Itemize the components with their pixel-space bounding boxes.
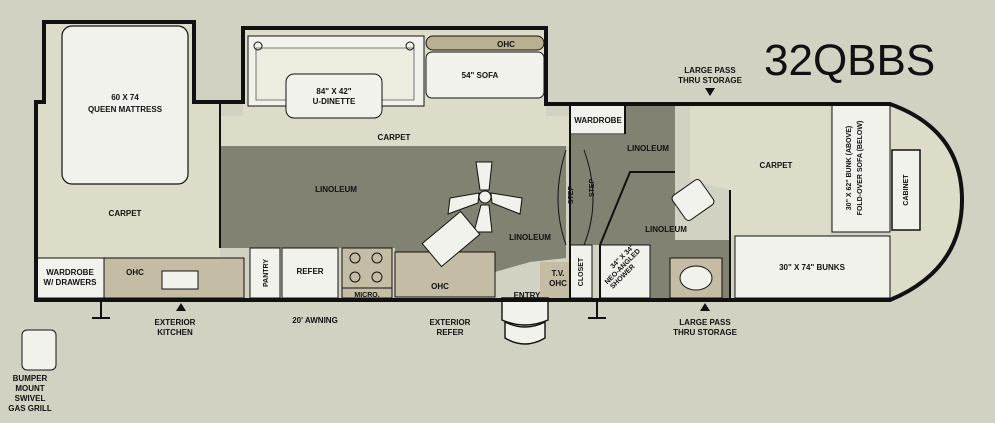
bunkroom-carpet-floor xyxy=(690,104,830,235)
entry-label: ENTRY xyxy=(514,291,541,300)
bunk-sofa-label-2: FOLD-OVER SOFA (BELOW) xyxy=(857,121,864,216)
model-title: 32QBBS xyxy=(764,36,935,85)
outer-wall xyxy=(34,20,965,302)
sofa-ohc-bar xyxy=(425,35,545,51)
step-arc xyxy=(583,149,594,246)
hall-linoleum-label: LINOLEUM xyxy=(627,144,669,153)
toilet xyxy=(671,179,715,221)
main-linoleum-label: LINOLEUM xyxy=(315,185,357,194)
bumper-grill-label-1: BUMPER xyxy=(13,374,48,383)
queen-mattress-label: QUEEN MATTRESS xyxy=(88,105,163,114)
cabinet-label: CABINET xyxy=(903,174,910,206)
large-pass-bottom-label-2: THRU STORAGE xyxy=(673,328,738,337)
refer-box xyxy=(281,247,339,299)
entry-linoleum-label: LINOLEUM xyxy=(509,233,551,242)
large-pass-top-label-1: LARGE PASS xyxy=(684,66,736,75)
bedroom-carpet-label: CARPET xyxy=(109,209,142,218)
counters xyxy=(35,35,921,299)
large-pass-bottom-label-1: LARGE PASS xyxy=(679,318,731,327)
pantry-label: PANTRY xyxy=(263,259,270,287)
entry-steps xyxy=(501,297,549,345)
arrow-up-icon xyxy=(700,303,710,311)
stove-burner-4 xyxy=(371,271,383,283)
entry-arc xyxy=(557,149,567,246)
bunks-label: 30" X 74" BUNKS xyxy=(779,263,845,272)
exterior-kitchen-label-2: KITCHEN xyxy=(157,328,193,337)
exterior-kitchen-sink xyxy=(161,270,199,290)
tv-ohc-label-1: T.V. xyxy=(551,269,564,278)
dinette-light-right xyxy=(405,41,415,51)
jacks xyxy=(92,300,606,319)
arrow-down-icon xyxy=(705,88,715,96)
u-dinette-label: U-DINETTE xyxy=(313,97,356,106)
slide-carpet-label: CARPET xyxy=(378,133,411,142)
refer-label: REFER xyxy=(296,267,323,276)
arrow-up-icon xyxy=(176,303,186,311)
wardrobe-drawers-label-2: W/ DRAWERS xyxy=(44,278,98,287)
bumper-grill-label-2: MOUNT xyxy=(15,384,44,393)
cabinet-box xyxy=(891,149,921,231)
living-carpet-floor xyxy=(220,116,570,146)
bunkroom-carpet-label: CARPET xyxy=(760,161,793,170)
closet-label: CLOSET xyxy=(578,257,585,286)
wardrobe-rear-box xyxy=(35,257,105,299)
exterior-refer-label-1: EXTERIOR xyxy=(430,318,471,327)
dinette-light-left xyxy=(253,41,263,51)
large-pass-top-label-2: THRU STORAGE xyxy=(678,76,743,85)
bunk-sofa-label-1: 30" X 62" BUNK (ABOVE) xyxy=(846,126,853,210)
exterior-refer-label-2: REFER xyxy=(436,328,463,337)
exterior-kitchen-label-1: EXTERIOR xyxy=(155,318,196,327)
stove-burner-2 xyxy=(371,252,383,264)
pass-thru-arrows xyxy=(176,88,715,311)
walls xyxy=(34,20,965,302)
bath-wall xyxy=(599,171,675,298)
queen-mattress xyxy=(61,25,189,185)
bath-linoleum-label: LINOLEUM xyxy=(645,225,687,234)
step-label-2: STEP xyxy=(589,179,596,198)
dinette-table xyxy=(285,73,383,119)
bumper-grill-label-4: GAS GRILL xyxy=(8,404,52,413)
gas-grill xyxy=(21,329,57,371)
ohc-kitchen-label: OHC xyxy=(431,282,449,291)
tv-ohc-label-2: OHC xyxy=(549,279,567,288)
ceiling-fan-icon xyxy=(447,161,523,233)
ohc-sofa-label: OHC xyxy=(497,40,515,49)
stove-burner-3 xyxy=(349,271,361,283)
queen-mattress-size: 60 X 74 xyxy=(111,93,139,102)
micro-label: MICRO. xyxy=(354,292,379,299)
pantry-box xyxy=(249,247,281,299)
wardrobe-drawers-label-1: WARDROBE xyxy=(46,268,94,277)
step-label-1: STEP xyxy=(568,186,575,205)
stove-burner-1 xyxy=(349,252,361,264)
kitchen-sink xyxy=(421,210,481,268)
bumper-grill-label-3: SWIVEL xyxy=(15,394,46,403)
bath-vanity xyxy=(669,257,723,299)
tv-ohc-box xyxy=(540,262,570,298)
sofa-label: 54" SOFA xyxy=(462,71,499,80)
bath-sink xyxy=(679,265,713,291)
awning-label: 20' AWNING xyxy=(292,316,338,325)
ohc-rear-label: OHC xyxy=(126,268,144,277)
range-box xyxy=(341,247,393,289)
wardrobe-front-label: WARDROBE xyxy=(574,116,622,125)
u-dinette-size: 84" X 42" xyxy=(316,87,351,96)
